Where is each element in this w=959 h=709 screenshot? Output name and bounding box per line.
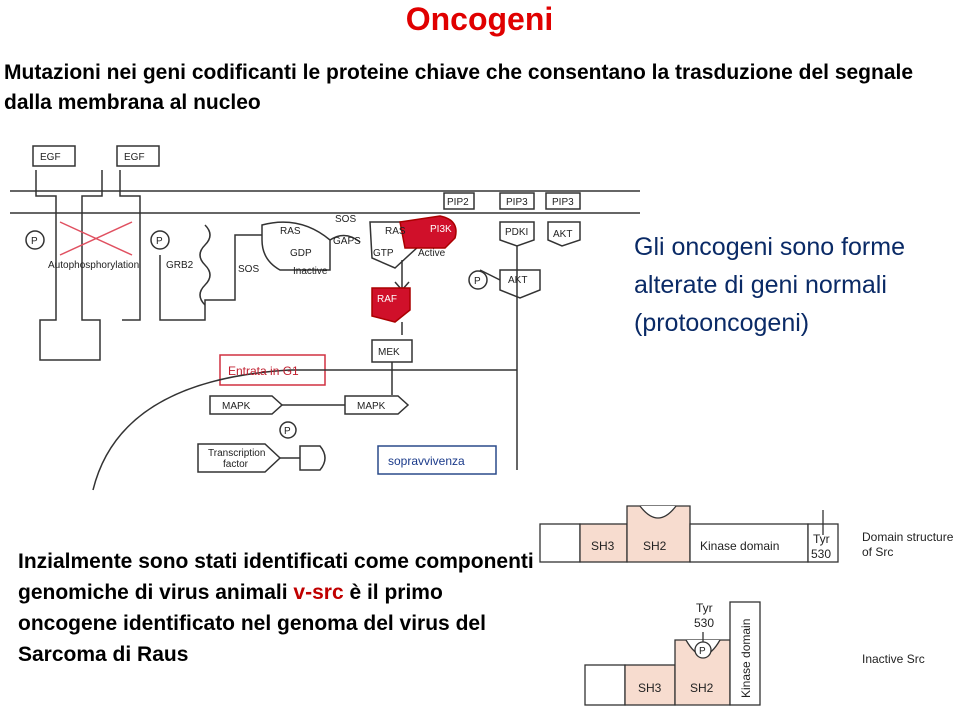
src-domain-structure [539, 505, 839, 706]
p-label-src: P [699, 646, 706, 657]
raf-label: RAF [377, 294, 397, 305]
sh3-label-b: SH3 [638, 681, 662, 695]
kinase-domain-label: Kinase domain [700, 539, 779, 553]
pathway-labels: EGF EGF P P P P Autophosphorylation GRB2… [31, 152, 574, 470]
active-label: Active [418, 248, 446, 259]
pi3k-label: PI3K [430, 224, 452, 235]
sh2-label-b: SH2 [690, 681, 714, 695]
domain-structure-label-2: of Src [862, 545, 893, 559]
sos-top-label: SOS [335, 214, 356, 225]
akt-label-1: AKT [553, 229, 572, 240]
ras-label-2: RAS [385, 226, 406, 237]
p-label-3: P [474, 276, 481, 287]
egf-box-1 [32, 145, 76, 167]
oncogeni-side-text: Gli oncogeni sono forme alterate di geni… [634, 233, 905, 337]
sh3-label: SH3 [591, 539, 615, 553]
mapk-label-2: MAPK [357, 401, 386, 412]
egf-label-1: EGF [40, 152, 61, 163]
mapk-label-1: MAPK [222, 401, 251, 412]
src-labels: SH3 SH2 Kinase domain Tyr 530 Domain str… [591, 530, 954, 698]
tf-label-2: factor [223, 459, 249, 470]
egf-label-2: EGF [124, 152, 145, 163]
tyr-530-label-b: 530 [694, 616, 714, 630]
slide-subtitle: Mutazioni nei geni codificanti le protei… [4, 61, 914, 114]
tyr-label: Tyr [813, 532, 830, 546]
bottom-text: Inzialmente sono stati identificati come… [18, 546, 538, 670]
pip3-label-1: PIP3 [506, 197, 528, 208]
tf-label-1: Transcription [208, 448, 265, 459]
bottom-text-line-2: è il primo oncogene identificato nel gen… [18, 581, 486, 666]
inactive-label: Inactive [293, 266, 328, 277]
pip3-label-2: PIP3 [552, 197, 574, 208]
pathway-diagram [10, 145, 640, 491]
tyr-530-label: 530 [811, 547, 831, 561]
mek-label: MEK [378, 347, 400, 358]
sos-label: SOS [238, 264, 259, 275]
gtp-label: GTP [373, 248, 394, 259]
domain-structure-label-1: Domain structure [862, 530, 954, 544]
ras-label-1: RAS [280, 226, 301, 237]
p-label-4: P [284, 426, 291, 437]
v-src-label: v-src [293, 581, 344, 604]
gdp-label: GDP [290, 248, 312, 259]
inactive-src-label: Inactive Src [862, 652, 925, 666]
pip2-label: PIP2 [447, 197, 469, 208]
slide-title: Oncogeni [405, 1, 554, 37]
autophosphorylation-label: Autophosphorylation [48, 260, 139, 271]
kinase-domain-label-b: Kinase domain [739, 619, 753, 698]
gaps-label: GAPS [333, 236, 361, 247]
grb2-label: GRB2 [166, 260, 194, 271]
akt-label-2: AKT [508, 275, 527, 286]
sopravvivenza-label: sopravvivenza [388, 454, 465, 468]
sh2-label: SH2 [643, 539, 667, 553]
tyr-label-b: Tyr [696, 601, 713, 615]
p-label-2: P [156, 236, 163, 247]
p-label-1: P [31, 236, 38, 247]
egf-box-2 [116, 145, 160, 167]
pdki-label: PDKI [505, 227, 528, 238]
entrata-label: Entrata in G1 [228, 364, 299, 378]
bottom-text-line-1: Inzialmente sono stati identificati come… [18, 550, 534, 604]
